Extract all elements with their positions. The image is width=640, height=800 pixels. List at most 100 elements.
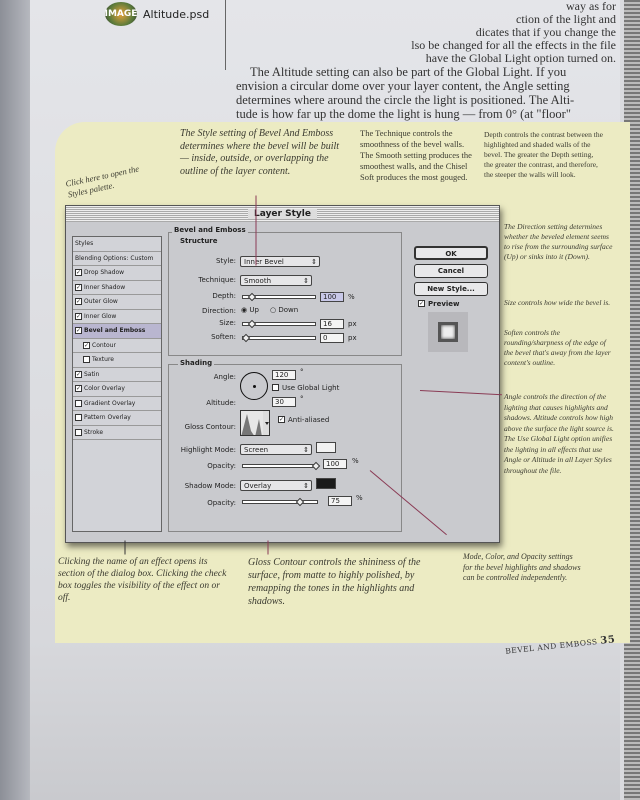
text-line: way as for [566, 0, 616, 13]
effect-label: Outer Glow [84, 298, 118, 306]
effects-list-item[interactable]: Texture [73, 353, 161, 368]
altitude-input[interactable]: 30 [272, 397, 296, 407]
angle-label: Angle: [213, 373, 236, 381]
highlight-opacity-slider[interactable] [242, 461, 321, 471]
anti-aliased-label: Anti-aliased [288, 416, 330, 424]
preview-thumbnail [428, 312, 468, 352]
technique-select[interactable]: Smooth [240, 275, 312, 286]
effect-checkbox[interactable]: ✓ [75, 269, 82, 277]
size-unit: px [348, 320, 357, 328]
effects-list-item[interactable]: Styles [73, 237, 161, 252]
altitude-paragraph: The Altitude setting can also be part of… [236, 65, 616, 121]
callout-gloss-contour: Gloss Contour controls the shininess of … [248, 557, 421, 607]
down-label: Down [278, 306, 299, 314]
shadow-mode-label: Shadow Mode: [184, 482, 236, 490]
direction-label: Direction: [202, 307, 236, 315]
effect-checkbox[interactable] [75, 428, 82, 436]
effects-list-item[interactable]: ✓Contour [73, 339, 161, 353]
effects-list-item[interactable]: Blending Options: Custom [73, 252, 161, 266]
effects-list-item[interactable]: ✓Satin [73, 368, 161, 382]
depth-input[interactable]: 100 [320, 292, 344, 302]
column-rule [225, 0, 226, 70]
size-label: Size: [219, 319, 236, 327]
preview-label: Preview [428, 300, 460, 308]
direction-down-radio[interactable]: ○ Down [270, 306, 299, 314]
effects-list-item[interactable]: ✓Drop Shadow [73, 266, 161, 281]
effects-list-item[interactable]: ✓Inner Shadow [73, 281, 161, 295]
highlight-mode-label: Highlight Mode: [180, 446, 236, 454]
callout-mode-color-opacity: Mode, Color, and Opacity settings for th… [463, 552, 581, 582]
checkbox[interactable] [272, 384, 279, 391]
effect-checkbox[interactable]: ✓ [83, 341, 90, 349]
contour-curve-icon [241, 411, 269, 435]
section-title: Bevel and Emboss [172, 226, 248, 234]
angle-input[interactable]: 120 [272, 370, 296, 380]
style-select[interactable]: Inner Bevel [240, 256, 320, 267]
callout-technique: The Technique controls the smoothness of… [360, 128, 472, 182]
effects-list-item[interactable]: ✓Bevel and Emboss [73, 324, 161, 339]
preview-checkbox[interactable]: ✓Preview [418, 300, 460, 308]
angle-unit: ° [300, 368, 304, 376]
anti-aliased-checkbox[interactable]: ✓Anti-aliased [278, 416, 329, 424]
use-global-light-checkbox[interactable]: Use Global Light [272, 384, 339, 392]
shadow-opacity-slider[interactable] [242, 497, 318, 507]
use-global-light-label: Use Global Light [282, 384, 340, 392]
effects-list-item[interactable]: ✓Inner Glow [73, 310, 161, 324]
new-style-button[interactable]: New Style... [414, 282, 488, 296]
file-name: Altitude.psd [143, 7, 210, 21]
effect-checkbox[interactable]: ✓ [75, 298, 82, 306]
effect-checkbox[interactable] [75, 414, 82, 422]
checkbox[interactable]: ✓ [418, 300, 425, 307]
dialog-title-bar[interactable]: Layer Style [66, 206, 499, 222]
gloss-contour-label: Gloss Contour: [184, 423, 236, 431]
effect-label: Bevel and Emboss [84, 327, 146, 335]
ok-button[interactable]: OK [414, 246, 488, 260]
size-slider[interactable] [242, 319, 316, 329]
shadow-mode-select[interactable]: Overlay [240, 480, 312, 491]
effect-checkbox[interactable]: ✓ [75, 312, 82, 320]
effect-checkbox[interactable] [83, 356, 90, 364]
text-line: have the Global Light option turned on. [425, 51, 616, 65]
effect-label: Color Overlay [84, 385, 125, 393]
shadow-opacity-input[interactable]: 75 [328, 496, 352, 506]
depth-slider[interactable] [242, 292, 316, 302]
checkbox[interactable]: ✓ [278, 416, 285, 423]
effect-checkbox[interactable]: ✓ [75, 327, 82, 335]
direction-up-radio[interactable]: ◉ Up [241, 306, 259, 314]
callout-depth: Depth controls the contrast between the … [484, 130, 603, 179]
effects-list-item[interactable]: ✓Color Overlay [73, 382, 161, 397]
effect-label: Pattern Overlay [84, 414, 131, 422]
effect-label: Styles [75, 240, 94, 248]
effect-checkbox[interactable] [75, 399, 82, 407]
gloss-contour-picker[interactable] [240, 410, 270, 436]
depth-label: Depth: [212, 292, 236, 300]
size-input[interactable]: 16 [320, 319, 344, 329]
text-line: The Altitude setting can also be part of… [250, 65, 567, 79]
angle-dial[interactable] [240, 372, 268, 400]
image-logo: IMAGE [105, 2, 137, 26]
effects-list-item[interactable]: ✓Outer Glow [73, 295, 161, 310]
soften-slider[interactable] [241, 333, 316, 343]
effect-label: Inner Glow [84, 312, 117, 320]
soften-input[interactable]: 0 [320, 333, 344, 343]
cancel-button[interactable]: Cancel [414, 264, 488, 278]
shadow-color-swatch[interactable] [316, 478, 336, 489]
effects-list-item[interactable]: Stroke [73, 426, 161, 440]
percent-unit: % [352, 457, 359, 465]
up-label: Up [249, 306, 259, 314]
effect-checkbox[interactable]: ✓ [75, 370, 82, 378]
text-line: tude is how far up the dome the light is… [236, 107, 571, 121]
effects-list-item[interactable]: Pattern Overlay [73, 411, 161, 426]
highlight-opacity-input[interactable]: 100 [323, 459, 347, 469]
highlight-mode-select[interactable]: Screen [240, 444, 312, 455]
effect-label: Satin [84, 370, 100, 378]
callout-effect-name: Clicking the name of an effect opens its… [58, 557, 227, 603]
highlight-color-swatch[interactable] [316, 442, 336, 453]
effects-list-item[interactable]: Gradient Overlay [73, 397, 161, 411]
text-line: ction of the light and [516, 12, 616, 26]
effect-checkbox[interactable]: ✓ [75, 385, 82, 393]
effect-checkbox[interactable]: ✓ [75, 283, 82, 291]
opacity-label: Opacity: [207, 499, 236, 507]
callout-style: The Style setting of Bevel And Emboss de… [180, 128, 340, 177]
style-label: Style: [216, 257, 236, 265]
